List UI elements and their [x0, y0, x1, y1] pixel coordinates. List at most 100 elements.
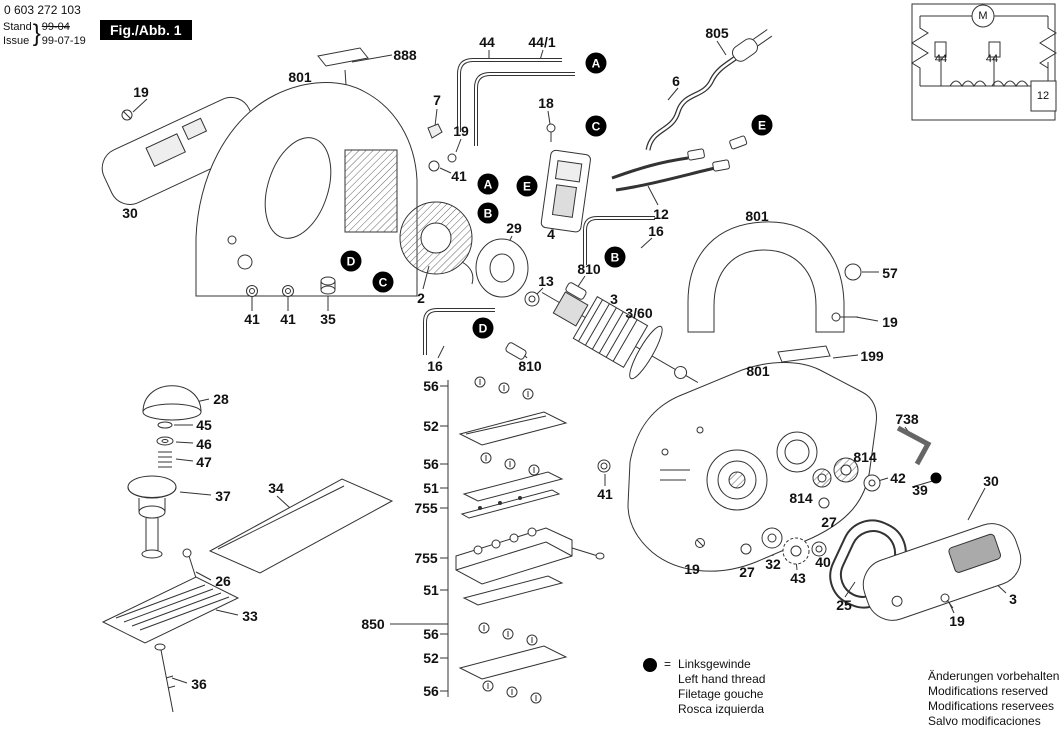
part-callout: 43	[790, 570, 806, 586]
part-callout: 19	[684, 561, 700, 577]
stand-value: 99-04	[41, 21, 70, 33]
part-rear-handle	[687, 221, 862, 363]
assembly-marker-d: D	[340, 250, 362, 272]
part-callout: 41	[597, 486, 613, 502]
schematic-callout: 12	[1036, 90, 1050, 102]
part-callout: 30	[122, 205, 138, 221]
part-switch-cable	[540, 29, 773, 233]
part-callout: 37	[215, 488, 231, 504]
part-callout: 805	[705, 25, 729, 41]
schematic-callout: 44	[985, 53, 999, 65]
assembly-marker-a: A	[585, 52, 607, 74]
part-callout: 3/60	[625, 305, 653, 321]
part-callout: 810	[518, 358, 542, 374]
part-callout: 44	[479, 34, 495, 50]
part-callout: 41	[280, 311, 296, 327]
part-callout: 26	[215, 573, 231, 589]
assembly-marker-b: B	[477, 202, 499, 224]
legend-equals: =	[664, 657, 672, 671]
part-callout: 27	[821, 514, 837, 530]
part-callout: 39	[912, 482, 928, 498]
part-callout: 814	[789, 490, 813, 506]
part-callout: 52	[423, 418, 439, 434]
part-callout: 888	[393, 47, 417, 63]
part-housing-main	[195, 47, 457, 297]
assembly-marker-a: A	[477, 173, 499, 195]
part-callout: 45	[196, 417, 212, 433]
part-callout: 25	[836, 597, 852, 613]
part-callout: 850	[361, 616, 385, 632]
part-callout: 56	[423, 683, 439, 699]
part-callout: 2	[417, 290, 425, 306]
part-callout: 7	[433, 92, 441, 108]
part-drive-train	[740, 425, 932, 609]
part-callout: 19	[453, 123, 469, 139]
figure-label: Fig./Abb. 1	[100, 20, 192, 40]
part-callout: 19	[882, 314, 898, 330]
part-callout: 56	[423, 626, 439, 642]
part-stator	[399, 201, 540, 307]
part-callout: 35	[320, 311, 336, 327]
stand-label: Stand	[3, 21, 32, 33]
part-callout: 13	[538, 273, 554, 289]
note-en: Modifications reserved	[928, 684, 1049, 698]
part-callout: 19	[949, 613, 965, 629]
part-callout: 738	[895, 411, 919, 427]
assembly-marker-c: C	[585, 115, 607, 137]
note-fr: Modifications reservees	[928, 699, 1055, 713]
legend-line-fr: Filetage gouche	[678, 687, 764, 701]
part-callout: 12	[653, 206, 669, 222]
motor-symbol-label: M	[978, 10, 988, 22]
legend: = Linksgewinde Left hand thread Filetage…	[643, 657, 765, 717]
part-callout: 56	[423, 456, 439, 472]
part-blade-stack	[455, 376, 605, 704]
part-callout: 41	[244, 311, 260, 327]
assembly-marker-e: E	[751, 114, 773, 136]
assembly-marker-c: C	[372, 271, 394, 293]
part-callout: 3	[610, 291, 618, 307]
part-callout: 47	[196, 454, 212, 470]
part-armature	[541, 291, 699, 383]
part-callout: 29	[506, 220, 522, 236]
part-callout: 42	[890, 470, 906, 486]
part-callout: 810	[577, 261, 601, 277]
part-cover-right	[862, 523, 1022, 621]
part-callout: 30	[983, 473, 999, 489]
part-callout: 44/1	[528, 34, 556, 50]
part-callout: 46	[196, 436, 212, 452]
part-callout: 40	[815, 554, 831, 570]
part-callout: 18	[538, 95, 554, 111]
part-callout: 814	[853, 449, 877, 465]
part-callout: 801	[745, 208, 769, 224]
part-callout: 27	[739, 564, 755, 580]
part-callout: 33	[242, 608, 258, 624]
part-callout: 755	[414, 500, 438, 516]
part-callout: 3	[1009, 591, 1017, 607]
part-callout: 801	[288, 69, 312, 85]
part-callout: 16	[648, 223, 664, 239]
legend-line-de: Linksgewinde	[678, 657, 751, 671]
part-callout: 6	[672, 73, 680, 89]
modification-notes: Änderungen vorbehalten Modifications res…	[928, 669, 1059, 729]
part-callout: 34	[268, 480, 284, 496]
left-hand-thread-dot-icon	[643, 658, 657, 672]
part-callout: 57	[882, 265, 898, 281]
part-callout: 755	[414, 550, 438, 566]
issue-label: Issue	[3, 35, 30, 47]
part-callout: 56	[423, 378, 439, 394]
assembly-marker-b: B	[604, 246, 626, 268]
left-hand-thread-dot-icon	[930, 472, 942, 484]
wiring-schematic-inset	[911, 3, 1057, 121]
document-number: 0 603 272 103	[4, 3, 81, 17]
schematic-callout: 44	[934, 53, 948, 65]
issue-value: 99-07-19	[41, 35, 86, 47]
part-callout: 32	[765, 556, 781, 572]
part-callout: 199	[860, 348, 884, 364]
part-callout: 51	[423, 480, 439, 496]
part-wire-handles	[423, 58, 655, 360]
note-es: Salvo modificaciones	[928, 714, 1041, 728]
legend-line-es: Rosca izquierda	[678, 702, 765, 716]
part-callout: 41	[451, 168, 467, 184]
note-de: Änderungen vorbehalten	[928, 669, 1060, 683]
